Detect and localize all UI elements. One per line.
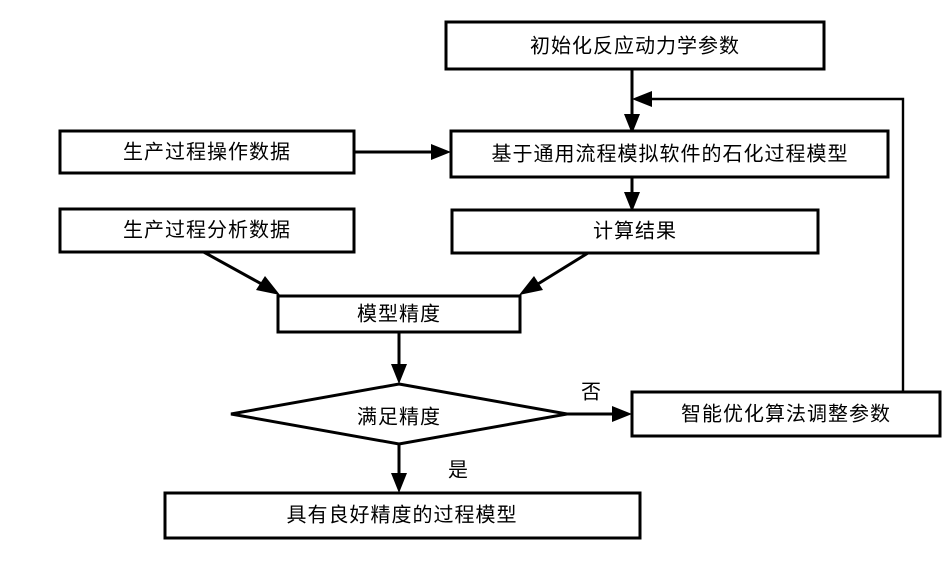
- node-box[interactable]: [444, 20, 826, 71]
- edge-label-no: 否: [581, 380, 601, 404]
- node-label: 计算结果: [593, 219, 677, 243]
- node-operation-data[interactable]: 生产过程操作数据: [58, 129, 356, 175]
- node-box[interactable]: [450, 208, 820, 255]
- arrow-head-icon: [624, 192, 640, 212]
- node-box[interactable]: [58, 207, 356, 254]
- node-final-model[interactable]: 具有良好精度的过程模型: [163, 491, 642, 540]
- node-label: 智能优化算法调整参数: [681, 402, 891, 426]
- node-analysis-data[interactable]: 生产过程分析数据: [58, 207, 356, 254]
- arrow-head-icon: [391, 364, 407, 384]
- node-label: 模型精度: [357, 302, 441, 326]
- edge-line: [532, 251, 589, 289]
- node-box[interactable]: [630, 390, 942, 438]
- edge-label-yes: 是: [448, 458, 468, 482]
- node-label: 生产过程操作数据: [123, 140, 291, 164]
- node-label: 满足精度: [357, 405, 441, 429]
- edge-optimize-feedback-to-model: [632, 91, 905, 392]
- edge-operation-data-to-model: [354, 144, 451, 160]
- node-calc-result[interactable]: 计算结果: [450, 208, 820, 255]
- arrow-head-icon: [431, 144, 451, 160]
- edge-init-to-model: [624, 69, 640, 134]
- arrow-head-icon: [624, 114, 640, 134]
- edge-model-to-result: [624, 177, 640, 212]
- arrow-head-icon: [612, 406, 632, 422]
- node-box[interactable]: [276, 294, 522, 334]
- edge-analysis-data-to-accuracy: [199, 248, 280, 295]
- edge-polyline: [645, 97, 905, 392]
- arrow-head-icon: [632, 91, 652, 107]
- edge-accuracy-to-decision: [391, 332, 407, 384]
- node-box[interactable]: [163, 491, 642, 540]
- edge-line: [199, 248, 268, 289]
- edge-decision-yes-to-final: 是: [391, 444, 468, 493]
- node-process-model[interactable]: 基于通用流程模拟软件的石化过程模型: [449, 129, 890, 179]
- edge-result-to-accuracy: [519, 251, 589, 295]
- node-box[interactable]: [58, 129, 356, 175]
- node-accuracy-decision[interactable]: 满足精度: [230, 382, 568, 446]
- node-box[interactable]: [449, 129, 890, 179]
- node-diamond[interactable]: [230, 382, 568, 446]
- node-label: 生产过程分析数据: [123, 218, 291, 242]
- node-label: 基于通用流程模拟软件的石化过程模型: [492, 142, 849, 166]
- node-label: 初始化反应动力学参数: [530, 34, 740, 58]
- node-init-params[interactable]: 初始化反应动力学参数: [444, 20, 826, 71]
- arrow-head-icon: [391, 473, 407, 493]
- node-model-accuracy[interactable]: 模型精度: [276, 294, 522, 334]
- node-label: 具有良好精度的过程模型: [287, 503, 518, 527]
- arrow-head-icon: [519, 276, 543, 295]
- edge-decision-no-to-optimize: 否: [567, 380, 632, 422]
- arrow-head-icon: [256, 276, 280, 295]
- node-optimize-params[interactable]: 智能优化算法调整参数: [630, 390, 942, 438]
